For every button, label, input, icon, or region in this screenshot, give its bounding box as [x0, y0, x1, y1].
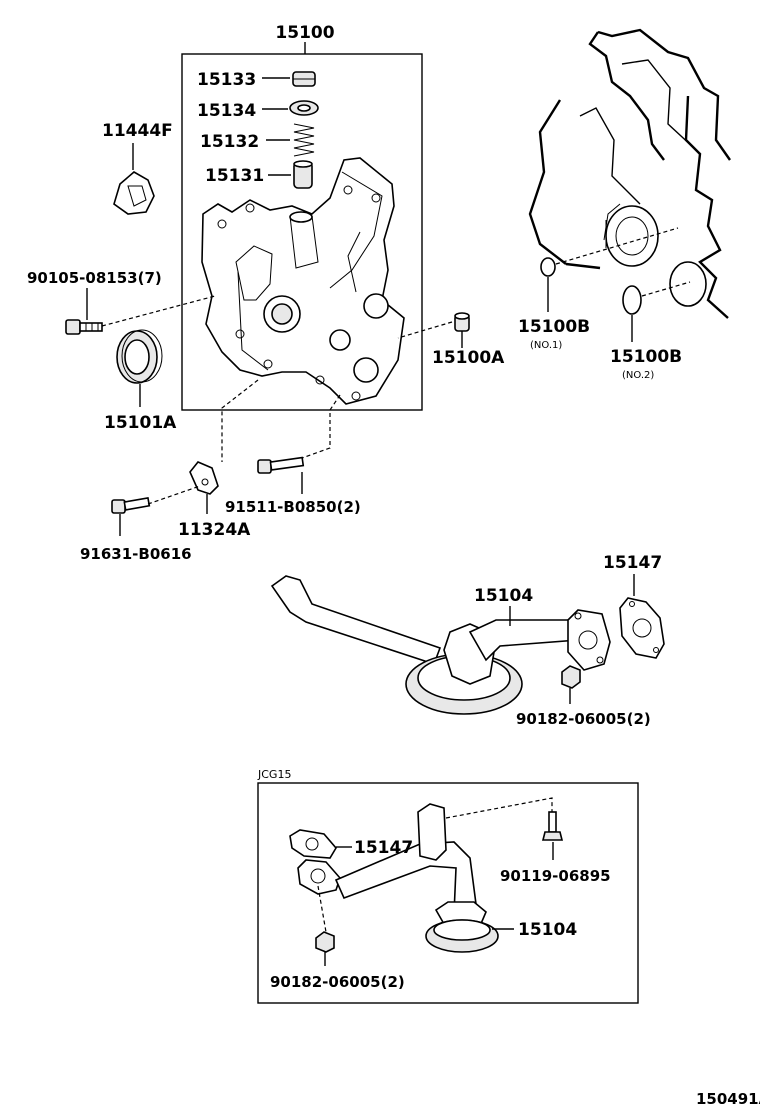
label-bolt-left: 90105-08153(7) — [27, 269, 162, 287]
oring-2-part — [622, 285, 642, 315]
oil-strainer-part — [270, 575, 611, 715]
label-bolt-bracket: 91631-B0616 — [80, 545, 192, 563]
gasket-part — [289, 100, 319, 116]
label-inset-bolt: 90119-06895 — [500, 867, 611, 885]
inset-gasket-part — [289, 829, 337, 859]
label-gasket: 15134 — [197, 101, 256, 121]
inset-strainer-part — [297, 803, 499, 953]
label-oring-2: 15100B — [610, 347, 682, 367]
label-oring-1-note: (NO.1) — [530, 340, 562, 351]
spring-part — [293, 123, 315, 157]
figure-id: 150491A — [696, 1090, 760, 1108]
label-inset-gasket: 15147 — [354, 838, 413, 858]
inset-bolt-part — [541, 811, 564, 841]
clip-part — [113, 171, 155, 215]
label-clip: 11444F — [102, 121, 173, 141]
inset-caption: JCG15 — [257, 768, 291, 781]
label-assembly: 15100 — [275, 23, 334, 43]
inset-nut-part — [315, 931, 335, 953]
gasket-top-part — [619, 597, 665, 659]
oring-1-part — [540, 257, 556, 277]
label-nut-top: 90182-06005(2) — [516, 710, 651, 728]
label-oring-1: 15100B — [518, 317, 590, 337]
relief-valve-part — [293, 160, 313, 189]
label-valve: 15131 — [205, 166, 264, 186]
plug-part — [292, 71, 316, 87]
label-oil-seal: 15101A — [104, 413, 177, 433]
bracket-part — [189, 461, 219, 495]
nut-top-part — [561, 665, 581, 689]
label-inset-nut: 90182-06005(2) — [270, 973, 405, 991]
oil-pump-body — [201, 157, 405, 405]
label-strainer-top: 15104 — [474, 586, 533, 606]
assembly-frame — [181, 53, 423, 411]
engine-block-outline — [528, 28, 731, 319]
bolt-lower-part — [257, 456, 305, 474]
label-bracket: 11324A — [178, 520, 251, 540]
pin-part — [454, 312, 470, 332]
label-gasket-top: 15147 — [603, 553, 662, 573]
bolt-left-part — [65, 319, 103, 335]
label-inset-strainer: 15104 — [518, 920, 577, 940]
label-oring-2-note: (NO.2) — [622, 370, 654, 381]
bolt-bracket-part — [111, 496, 151, 514]
label-pin: 15100A — [432, 348, 505, 368]
label-bolt-lower: 91511-B0850(2) — [225, 498, 361, 516]
label-spring: 15132 — [200, 132, 259, 152]
label-plug: 15133 — [197, 70, 256, 90]
oil-seal-part — [116, 329, 163, 384]
inset-frame — [257, 782, 639, 1004]
